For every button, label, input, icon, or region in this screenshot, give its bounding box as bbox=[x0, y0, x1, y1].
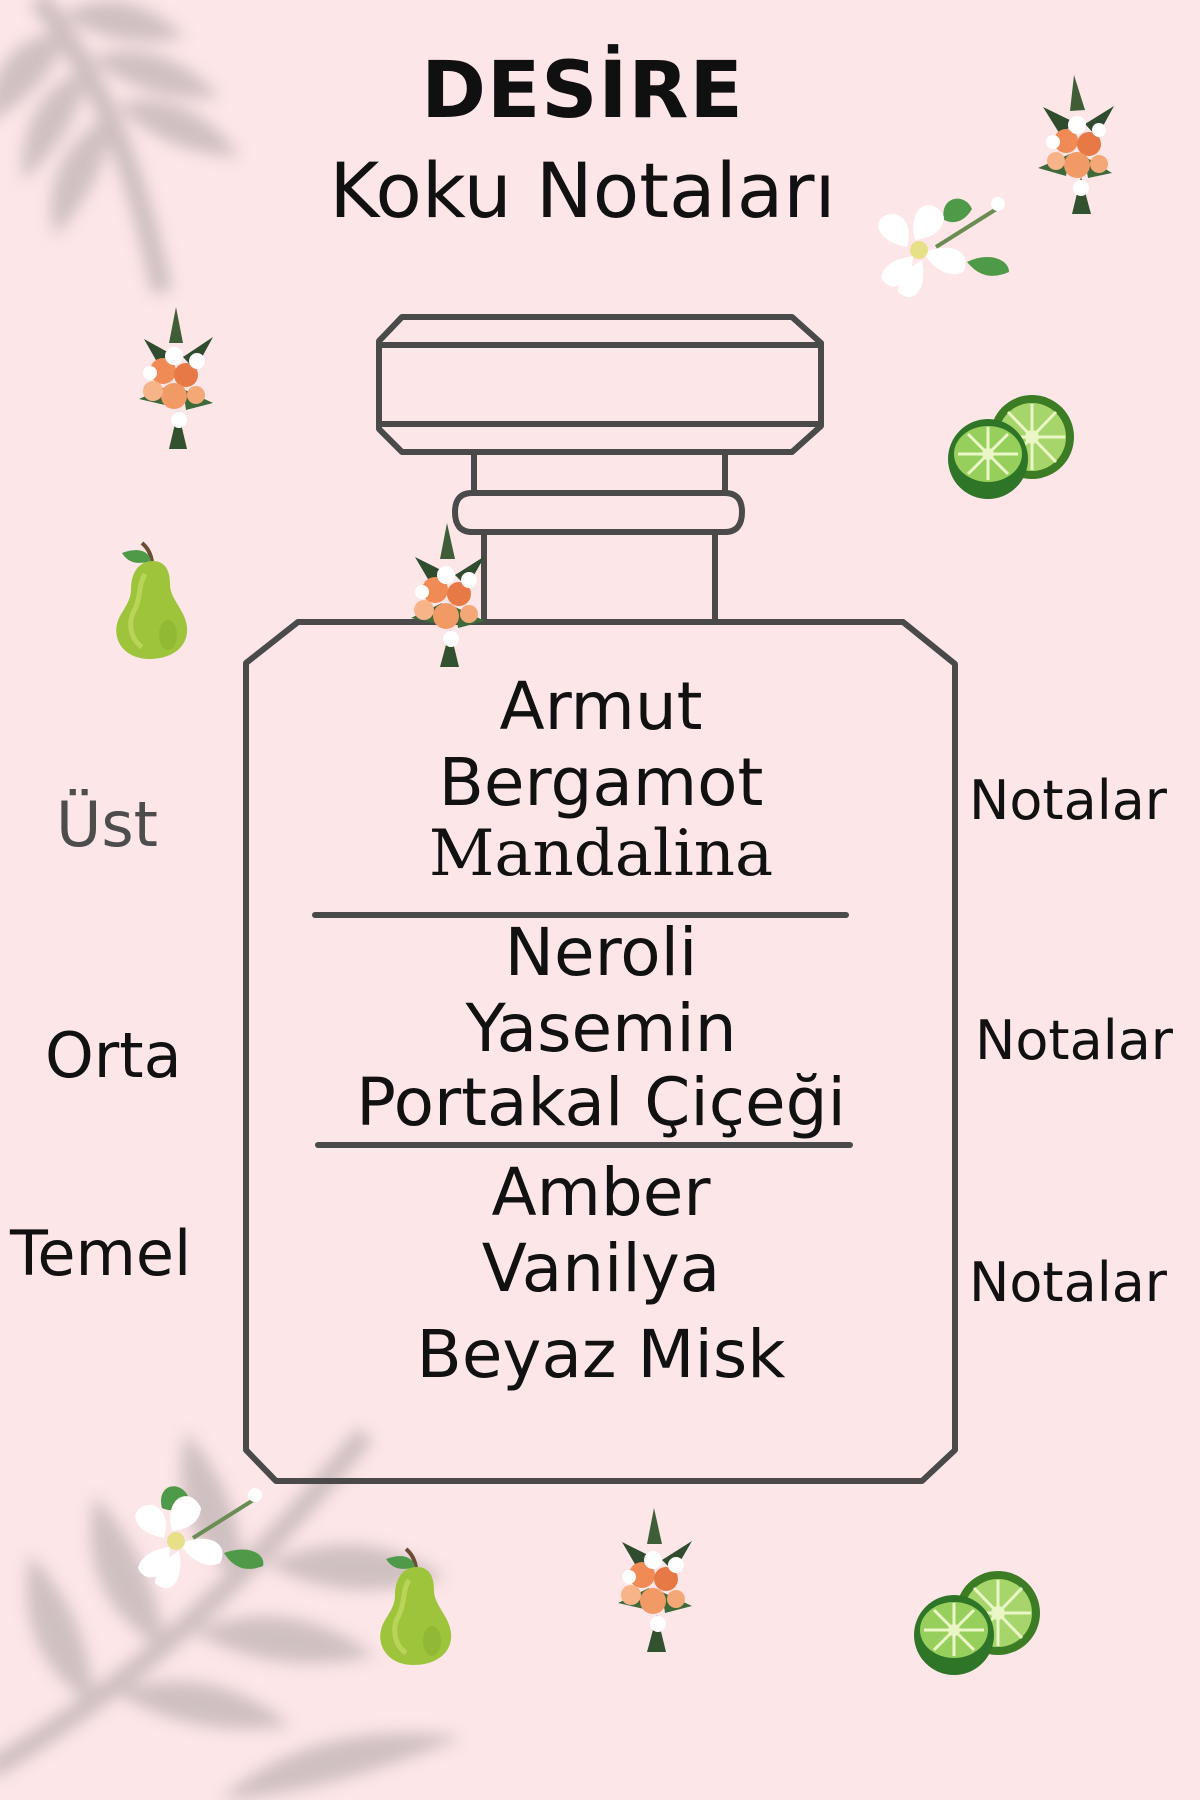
top-notes-suffix: Notalar bbox=[969, 769, 1167, 832]
fragrance-notes-heading: Koku Notaları bbox=[329, 146, 836, 235]
top-note-armut: Armut bbox=[499, 668, 703, 745]
orange-blossom-icon bbox=[1038, 75, 1114, 214]
base-note-beyaz-misk: Beyaz Misk bbox=[416, 1316, 786, 1393]
lime-icon bbox=[914, 1571, 1040, 1675]
orange-blossom-icon bbox=[139, 307, 213, 449]
jasmine-icon bbox=[878, 197, 1009, 298]
middle-note-portakal-cicegi: Portakal Çiçeği bbox=[356, 1064, 846, 1141]
base-notes-suffix: Notalar bbox=[969, 1251, 1167, 1314]
pear-icon bbox=[116, 541, 188, 659]
middle-notes-suffix: Notalar bbox=[975, 1009, 1173, 1072]
lime-icon bbox=[948, 395, 1074, 499]
middle-note-yasemin: Yasemin bbox=[465, 990, 737, 1067]
product-title: DESİRE bbox=[421, 46, 744, 136]
top-notes-label: Üst bbox=[56, 788, 158, 861]
base-notes-label: Temel bbox=[10, 1217, 192, 1290]
orange-blossom-icon bbox=[618, 1508, 692, 1652]
middle-notes-label: Orta bbox=[45, 1019, 182, 1092]
base-notes-list: Amber Vanilya Beyaz Misk bbox=[246, 1160, 956, 1388]
middle-notes-list: Neroli Yasemin Portakal Çiçeği bbox=[246, 920, 956, 1136]
base-note-vanilya: Vanilya bbox=[481, 1230, 721, 1307]
base-note-amber: Amber bbox=[491, 1154, 711, 1231]
middle-note-neroli: Neroli bbox=[504, 914, 698, 991]
top-note-bergamot: Bergamot bbox=[438, 744, 764, 821]
top-note-mandalina: Mandalina bbox=[428, 817, 774, 891]
jasmine-icon bbox=[135, 1486, 264, 1589]
top-notes-list: Armut Bergamot Mandalina bbox=[246, 668, 956, 891]
pear-icon bbox=[380, 1547, 452, 1665]
orange-blossom-icon bbox=[411, 523, 485, 667]
